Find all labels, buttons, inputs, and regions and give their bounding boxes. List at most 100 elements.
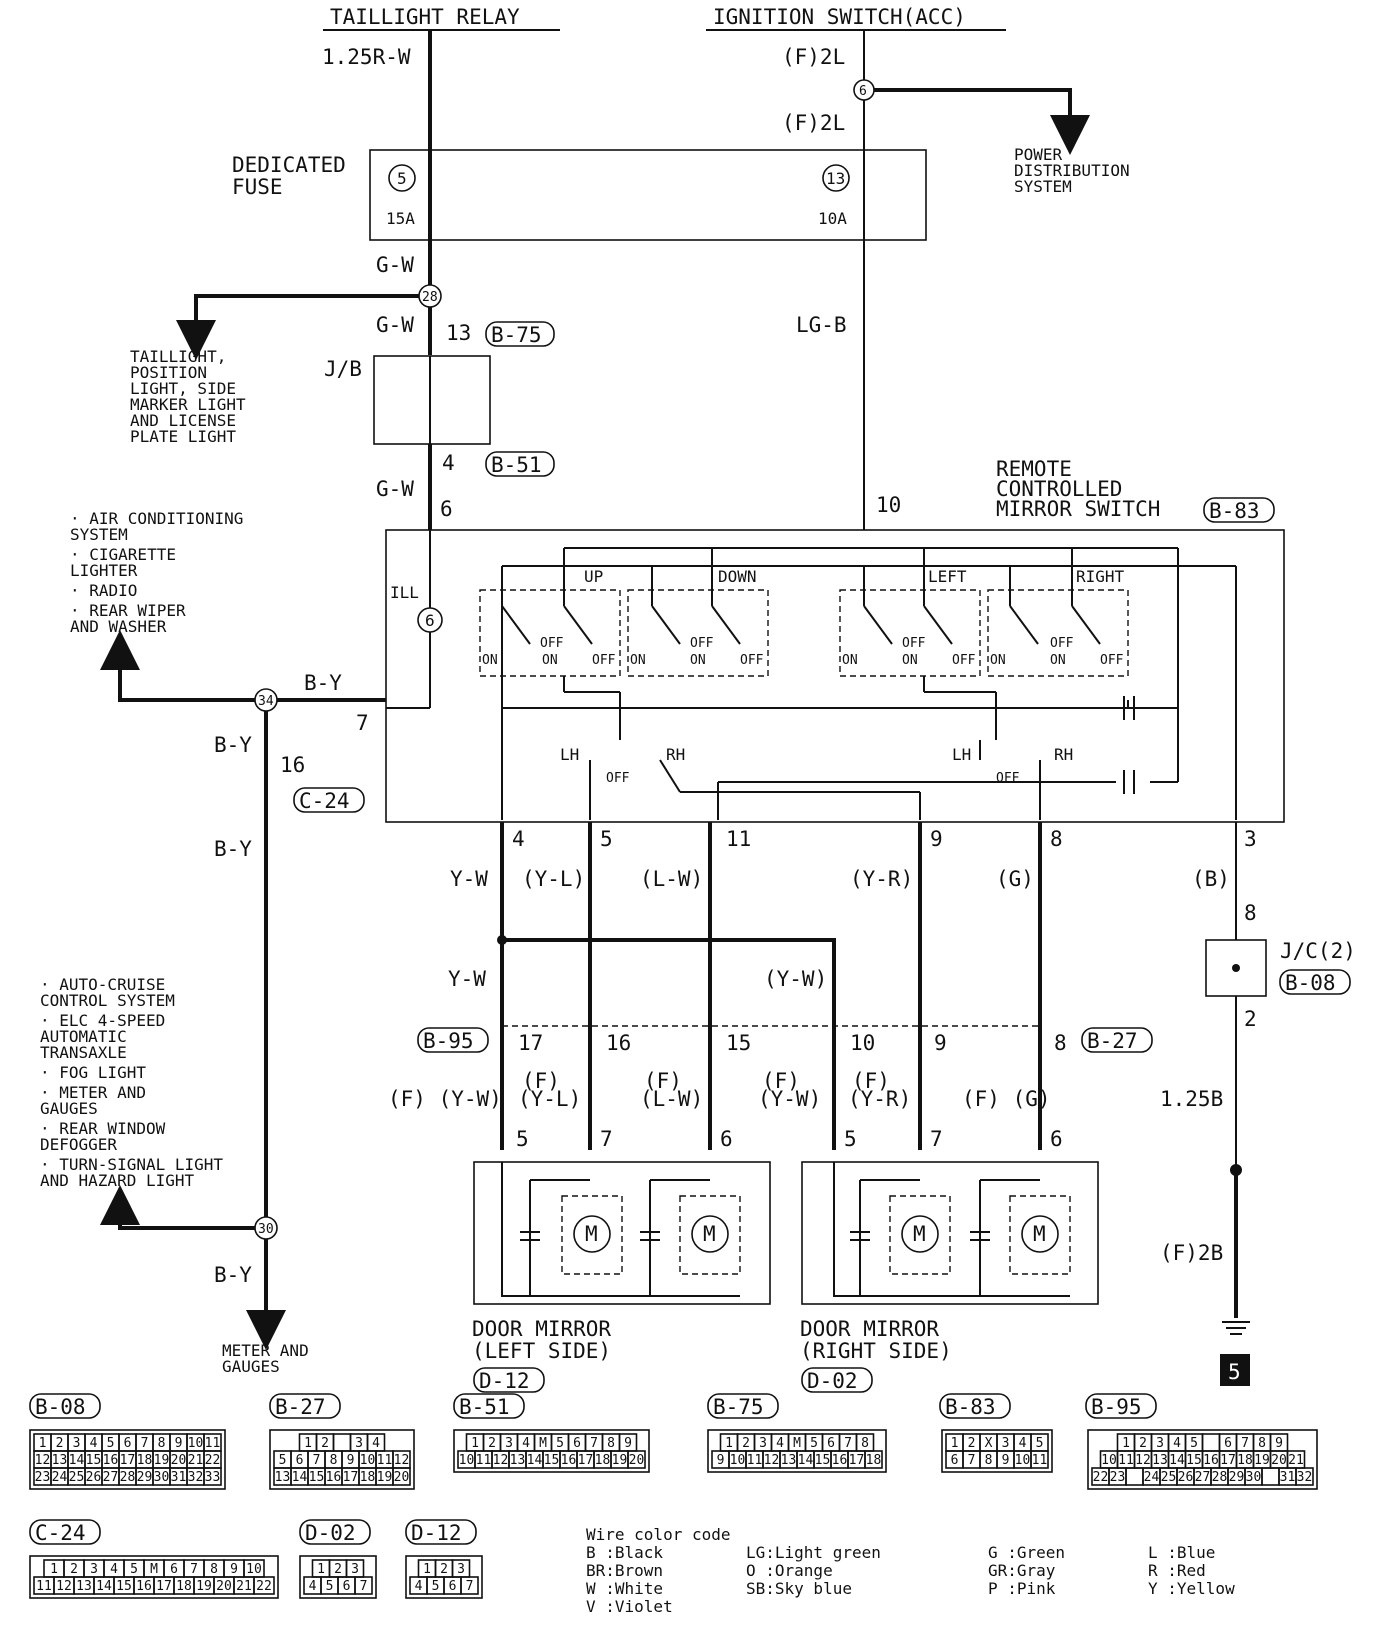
connector-pin: 4 (309, 1579, 317, 1594)
fuse-13-circle (822, 164, 850, 192)
sw-pin-8: 8 (1050, 827, 1063, 851)
connector-cell (1201, 1433, 1221, 1452)
connector-frame (941, 1429, 1053, 1473)
connector-pin: 24 (1144, 1470, 1160, 1485)
connector-pin: 9 (1002, 1453, 1010, 1468)
legend-c1-1: BR:Brown (586, 1561, 663, 1580)
mr-pin-5: 5 (844, 1127, 857, 1151)
junction-6-label: 6 (859, 84, 867, 99)
connector-pin: 1 (471, 1436, 479, 1451)
connector-frame (707, 1429, 887, 1473)
list2-4: TRANSAXLE (40, 1043, 127, 1062)
connector-id-pill (29, 1519, 101, 1545)
list2-1: CONTROL SYSTEM (40, 991, 175, 1010)
ignition-switch-label: IGNITION SWITCH(ACC) (713, 5, 966, 29)
connector-id-pill (939, 1393, 1011, 1419)
wire-125rw: 1.25R-W (322, 45, 411, 69)
connector-pin: 3 (1156, 1436, 1164, 1451)
connector-pin: 8 (861, 1436, 869, 1451)
connector-pin: 22 (1093, 1470, 1109, 1485)
wire-fyl-2: (Y-L) (518, 1087, 581, 1111)
connector-pin: 23 (1110, 1470, 1126, 1485)
connector-pin: X (985, 1436, 993, 1451)
jb-pin4: 4 (442, 451, 455, 475)
connector-pin: 19 (154, 1453, 170, 1468)
row-pin-15: 15 (726, 1031, 751, 1055)
connector-pin: 1 (304, 1436, 312, 1451)
list2-10: · TURN-SIGNAL LIGHT (40, 1155, 223, 1174)
connector-pin: 1 (423, 1562, 431, 1577)
sw-off-6: OFF (996, 771, 1020, 786)
connector-pin: 8 (210, 1562, 218, 1577)
switch-title-1: REMOTE (996, 457, 1072, 481)
connector-pin: 15 (116, 1579, 132, 1594)
row-left-conn: B-95 (423, 1029, 474, 1053)
connector-pin: 10 (360, 1453, 376, 1468)
row-pin-17: 17 (518, 1031, 543, 1055)
connector-pin: 2 (1139, 1436, 1147, 1451)
connector-pin: 26 (86, 1470, 102, 1485)
connector-pin: 6 (951, 1453, 959, 1468)
power-dist-2: DISTRIBUTION (1014, 161, 1130, 180)
connector-pin: 16 (1203, 1453, 1219, 1468)
wire-lgb: LG-B (796, 313, 847, 337)
sw-rh-1: RH (666, 745, 685, 764)
connector-pin: 7 (466, 1579, 474, 1594)
connector-pin: 8 (158, 1436, 166, 1451)
sw-pin-11: 11 (726, 827, 751, 851)
power-dist-1: POWER (1014, 145, 1063, 164)
connector-pin: 19 (196, 1579, 212, 1594)
connector-id-pill (269, 1393, 341, 1419)
meter-1: METER AND (222, 1341, 309, 1360)
sw-pin-3: 3 (1244, 827, 1257, 851)
connector-frame (29, 1429, 226, 1490)
motor-r1-label: M (913, 1222, 926, 1246)
connector-id-label: C-24 (35, 1521, 86, 1545)
c24-conn: C-24 (299, 789, 350, 813)
taillight-note-6: PLATE LIGHT (130, 427, 236, 446)
connector-pin: 12 (493, 1453, 509, 1468)
junction-30-label: 30 (258, 1222, 274, 1237)
jc-pin2: 2 (1244, 1007, 1257, 1031)
wire-flw-2: (L-W) (640, 1087, 703, 1111)
list2-11: AND HAZARD LIGHT (40, 1171, 194, 1190)
wire-fyw2-2: (Y-W) (758, 1087, 821, 1111)
connector-pin: 7 (844, 1436, 852, 1451)
connector-cell (627, 1450, 646, 1469)
connector-pin: 11 (377, 1453, 393, 1468)
meter-2: GAUGES (222, 1357, 280, 1376)
connector-pin: 8 (607, 1436, 615, 1451)
connector-pin: 16 (832, 1453, 848, 1468)
connector-pin: 9 (175, 1436, 183, 1451)
connector-pin: 4 (110, 1562, 118, 1577)
connector-pin: 18 (360, 1470, 376, 1485)
connector-id-label: B-08 (35, 1395, 86, 1419)
connector-pin: 2 (56, 1436, 64, 1451)
legend-c3-1: GR:Gray (988, 1561, 1056, 1580)
connector-pin: 14 (96, 1579, 112, 1594)
mirror-left-conn: D-12 (479, 1369, 530, 1393)
connector-pin: 32 (1297, 1470, 1313, 1485)
switch-up: UP (584, 567, 603, 586)
ill-lamp (417, 607, 443, 633)
connector-id-label: B-75 (713, 1395, 764, 1419)
connector-pin: 4 (1173, 1436, 1181, 1451)
connector-frame (269, 1429, 415, 1490)
connector-pin: 24 (52, 1470, 68, 1485)
switch-up-box (479, 589, 621, 677)
row-pin-10: 10 (850, 1031, 875, 1055)
connector-pin: 12 (1135, 1453, 1151, 1468)
connector-pin: 30 (1246, 1470, 1262, 1485)
jb-label: J/B (324, 357, 362, 381)
sw-lh-1: LH (560, 745, 579, 764)
conn-d02-pill (801, 1367, 873, 1393)
taillight-relay-label: TAILLIGHT RELAY (330, 5, 520, 29)
connector-pin: M (539, 1436, 547, 1451)
connector-cell (392, 1467, 411, 1486)
sw-on-6: ON (902, 653, 918, 668)
connector-cell (1125, 1467, 1144, 1486)
connector-cell (1261, 1467, 1280, 1486)
connector-pin: 1 (725, 1436, 733, 1451)
connector-pin: 22 (205, 1453, 221, 1468)
connector-pin: 6 (449, 1579, 457, 1594)
